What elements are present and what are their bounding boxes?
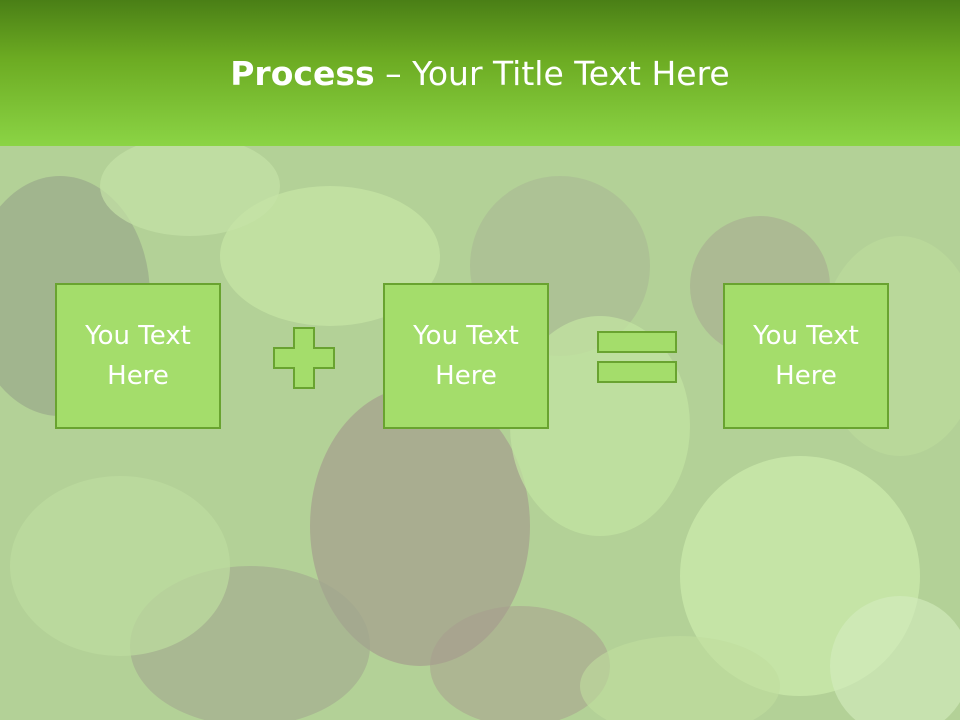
text-box-1[interactable]: You Text Here — [55, 283, 221, 429]
text-box-3-label: You Text Here — [753, 321, 859, 391]
text-box-2-label: You Text Here — [413, 321, 519, 391]
text-box-1-label: You Text Here — [85, 321, 191, 391]
plus-icon[interactable] — [273, 327, 335, 389]
text-box-3[interactable]: You Text Here — [723, 283, 889, 429]
text-box-2[interactable]: You Text Here — [383, 283, 549, 429]
title-bar: Process – Your Title Text Here — [0, 0, 960, 146]
lettuce-background-image — [0, 146, 960, 720]
slide-title[interactable]: Process – Your Title Text Here — [0, 52, 960, 96]
equals-icon[interactable] — [597, 331, 677, 383]
title-rest-text: – Your Title Text Here — [374, 54, 730, 93]
title-bold-text: Process — [230, 54, 375, 93]
